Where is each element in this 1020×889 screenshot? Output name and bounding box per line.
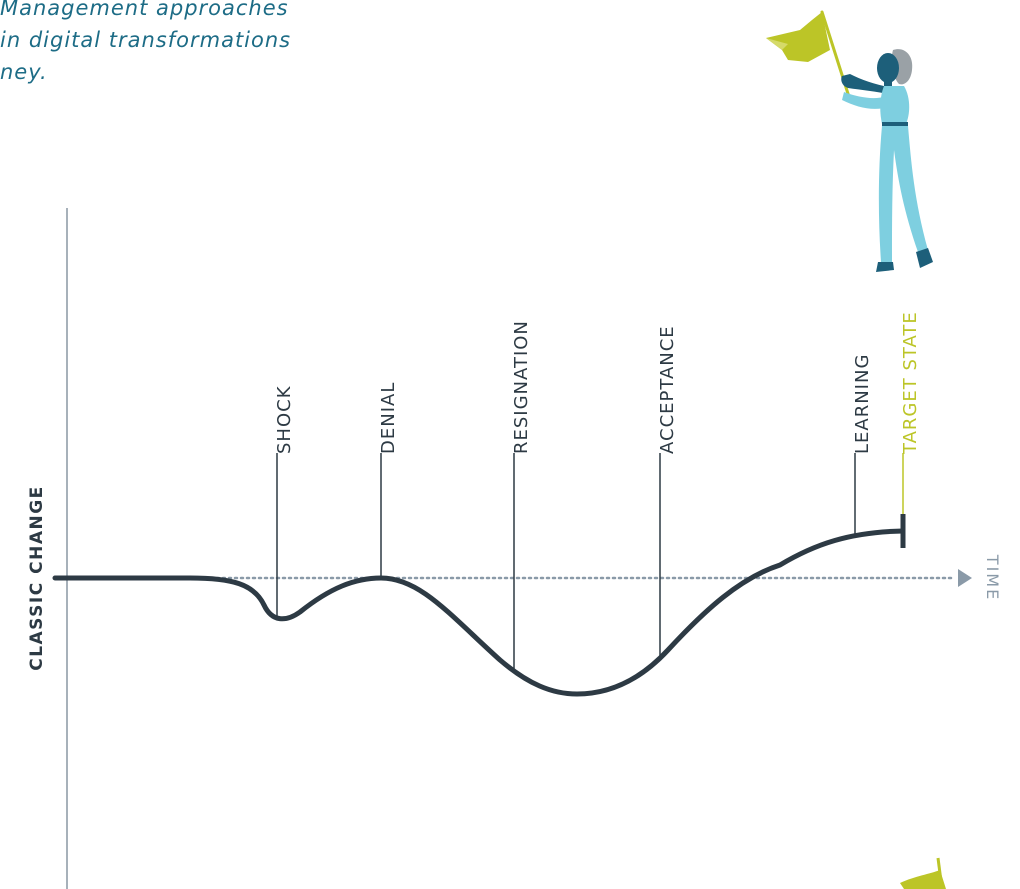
stage-label-acceptance: ACCEPTANCE <box>657 325 678 454</box>
flag-icon <box>900 857 946 889</box>
intro-line-2: in digital transformations <box>0 28 292 52</box>
change-curve <box>52 528 906 697</box>
stage-label-learning: LEARNING <box>852 354 873 454</box>
woman-with-flag-icon <box>766 10 933 272</box>
time-label: TIME <box>983 554 1002 601</box>
intro-line-3: ney. <box>0 60 48 84</box>
stage-label-shock: SHOCK <box>274 385 295 454</box>
intro-line-1: Management approaches <box>0 0 289 20</box>
stage-label-denial: DENIAL <box>378 382 399 454</box>
stage-label-resignation: RESIGNATION <box>511 320 532 454</box>
axis-title-classic-change: CLASSIC CHANGE <box>27 485 47 671</box>
intro-text: Management approaches in digital transfo… <box>0 0 420 88</box>
time-arrow-icon <box>958 569 972 587</box>
stage-label-target-state: TARGET STATE <box>900 311 921 455</box>
